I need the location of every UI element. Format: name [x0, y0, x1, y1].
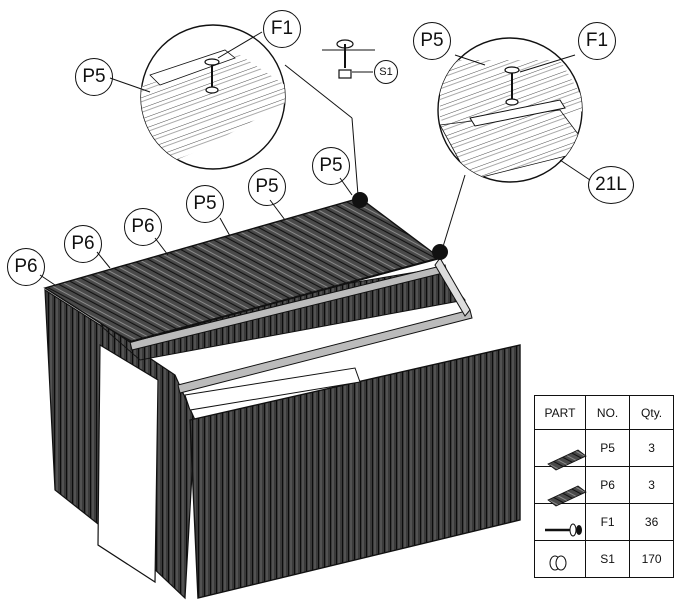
callout-p5-c: P5 — [312, 147, 350, 185]
front-wall — [189, 344, 521, 599]
callout-p6-a: P6 — [7, 248, 45, 286]
purlin-front — [177, 309, 473, 394]
part-icon-cell — [534, 503, 586, 541]
back-wall — [98, 267, 466, 361]
header-part: PART — [534, 395, 586, 430]
part-qty: 170 — [629, 540, 674, 578]
callout-p5-b: P5 — [248, 168, 286, 206]
part-qty: 3 — [629, 466, 674, 504]
callout-f1-left: F1 — [263, 10, 301, 48]
header-qty: Qty. — [629, 395, 674, 430]
detail-circle-right — [437, 37, 591, 251]
door-opening — [97, 343, 159, 584]
part-no: P6 — [584, 466, 631, 504]
ridge-screw-marker-left — [352, 192, 368, 208]
table-row: F1 36 — [534, 503, 674, 541]
part-no: P5 — [584, 429, 631, 467]
roof-panels — [43, 192, 448, 343]
interior-floor — [184, 367, 361, 411]
gable-rafter — [434, 257, 471, 317]
parts-table-header: PART NO. Qty. — [534, 395, 674, 430]
table-row: S1 170 — [534, 540, 674, 578]
left-side-wall — [44, 288, 196, 600]
callout-21l: 21L — [588, 166, 634, 204]
exploded-screw-washer — [322, 39, 375, 79]
part-qty: 3 — [629, 429, 674, 467]
screw-icon-right — [504, 66, 520, 106]
callout-p5-a: P5 — [186, 185, 224, 223]
table-row: P6 3 — [534, 466, 674, 504]
part-icon-cell — [534, 429, 586, 467]
parts-table: PART NO. Qty. P5 3 P6 3 F1 36 S1 170 — [534, 395, 674, 578]
part-icon-cell — [534, 466, 586, 504]
callout-p6-c: P6 — [124, 208, 162, 246]
screw-icon — [204, 58, 220, 94]
ridge-screw-marker-right — [432, 244, 448, 260]
part-no: S1 — [584, 540, 631, 578]
table-row: P5 3 — [534, 429, 674, 467]
callout-f1-right: F1 — [578, 22, 616, 60]
part-qty: 36 — [629, 503, 674, 541]
part-no: F1 — [584, 503, 631, 541]
callout-p5-left: P5 — [75, 58, 113, 96]
callout-p6-b: P6 — [64, 225, 102, 263]
shed-body — [44, 257, 521, 600]
callout-s1: S1 — [374, 60, 398, 84]
header-no: NO. — [584, 395, 631, 430]
purlin-middle — [129, 264, 448, 351]
part-icon-cell — [534, 540, 586, 578]
callout-p5-right: P5 — [413, 22, 451, 60]
roof-panel-group — [43, 197, 442, 343]
